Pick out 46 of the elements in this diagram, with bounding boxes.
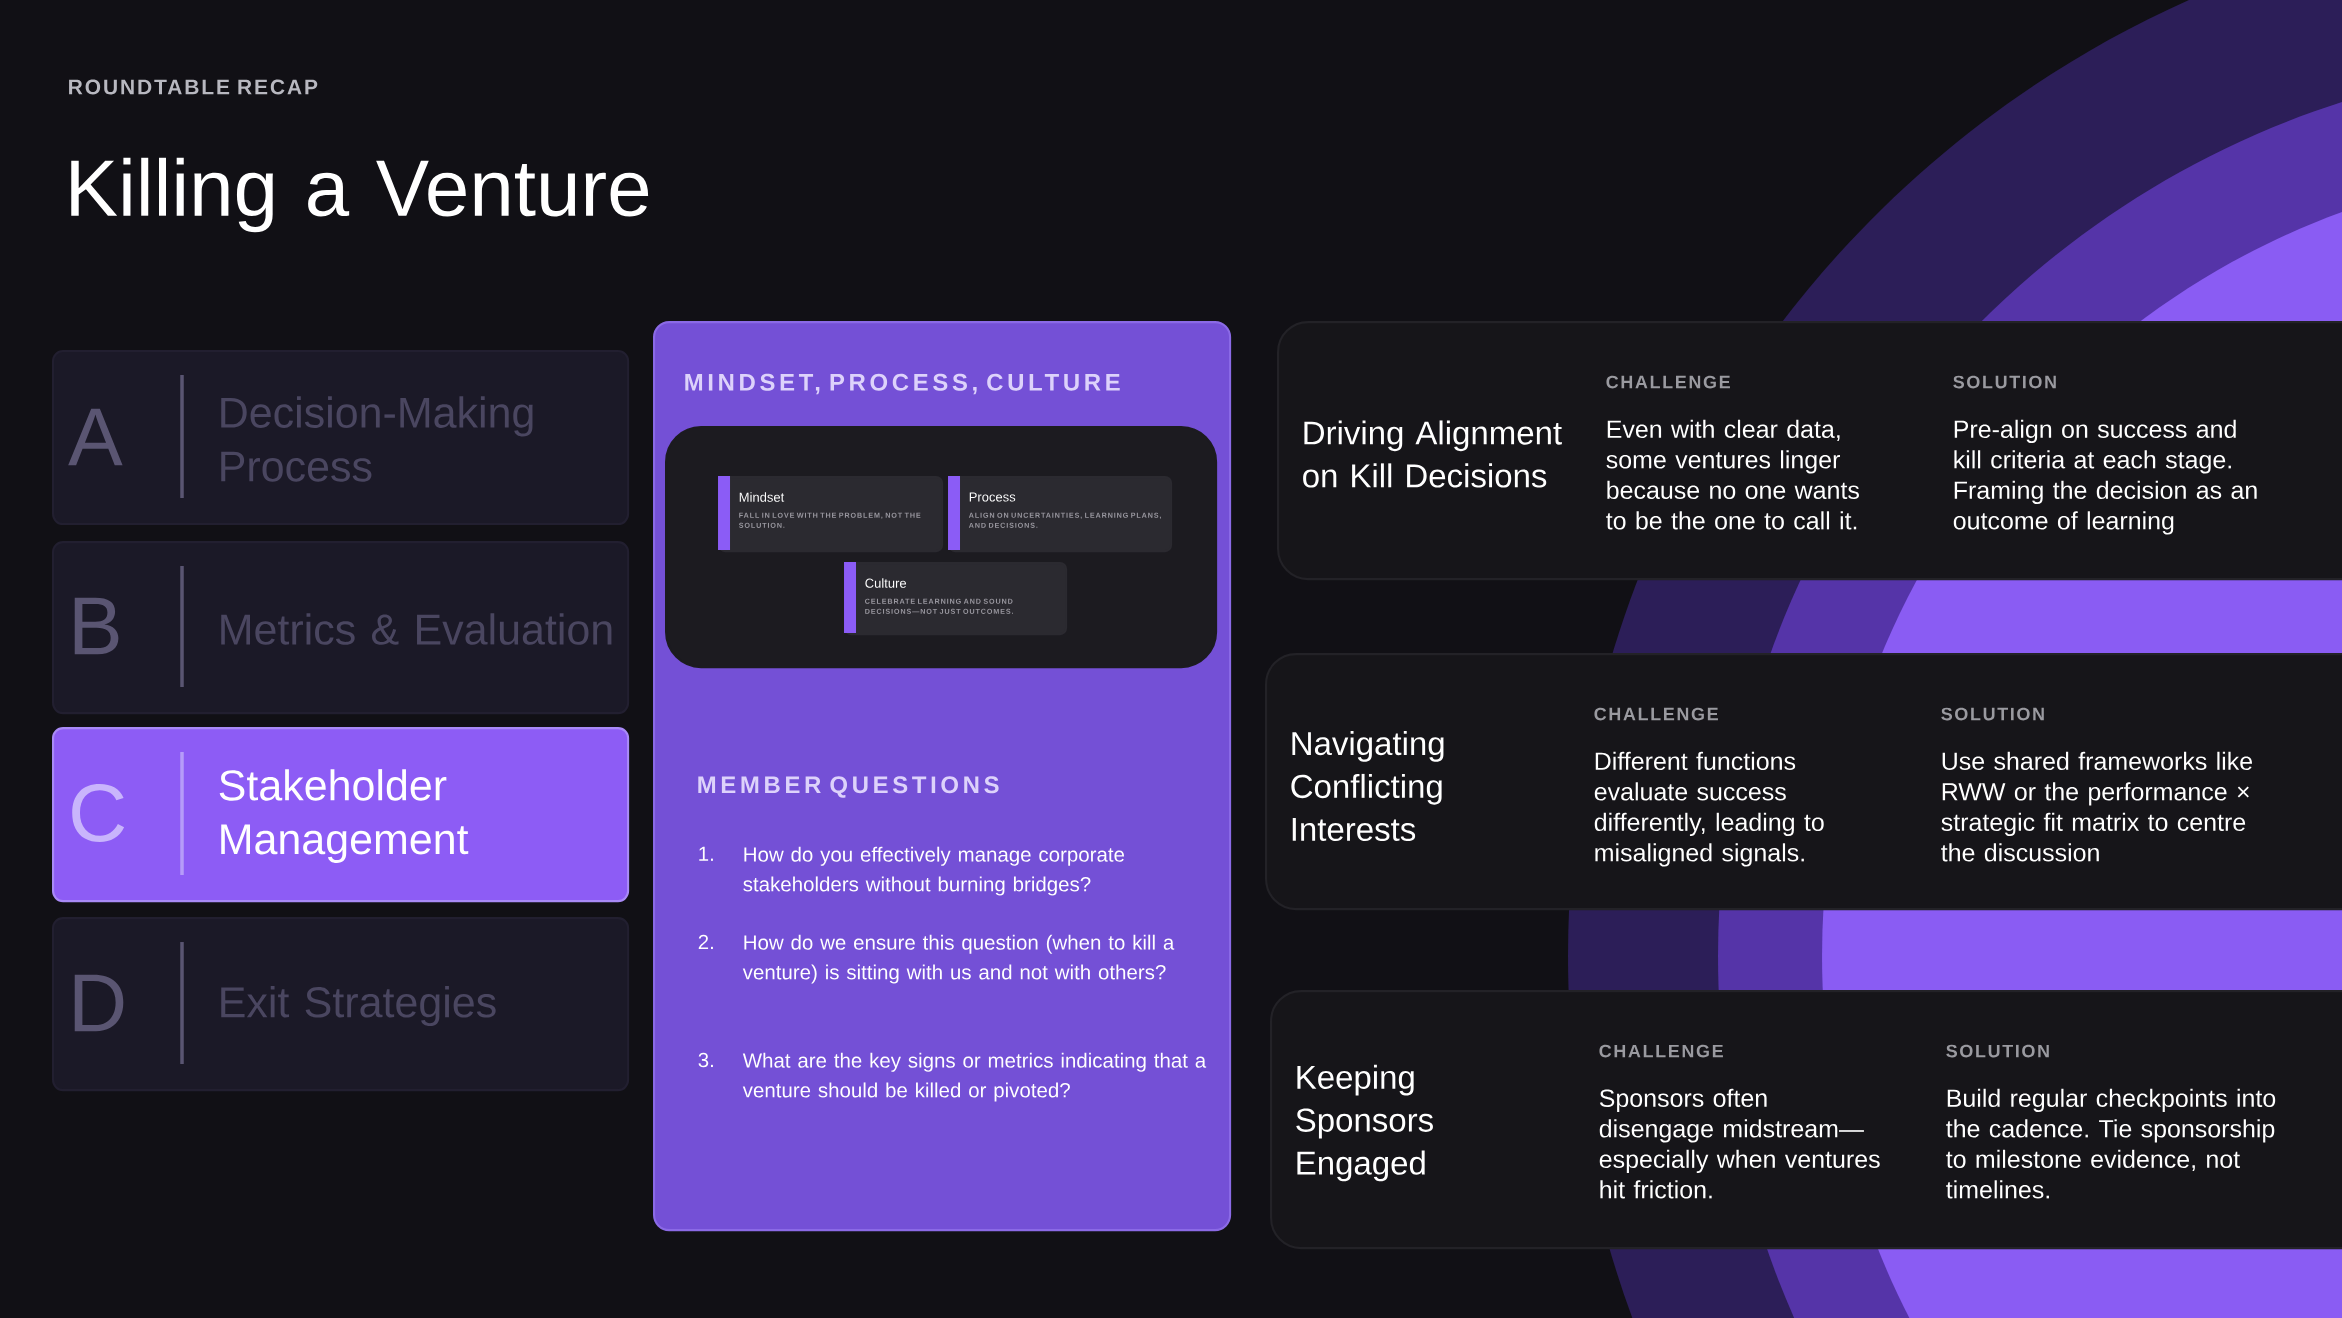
card-title: Culture xyxy=(865,578,907,588)
eyebrow-label: ROUNDTABLE RECAP xyxy=(69,79,318,95)
column-heading: CHALLENGE xyxy=(1606,375,1730,389)
tab-title: Metrics & Evaluation xyxy=(221,613,612,645)
body-text: Different functions evaluate success differently, leading to misaligned signals. xyxy=(1594,751,1824,867)
pillar-card xyxy=(718,476,944,553)
body-text: Sponsors often disengage midstream—especially when ventures hit friction. xyxy=(1599,1088,1880,1199)
tab-letter: A xyxy=(68,408,123,466)
question-text: What are the key signs or metrics indicating that a venture should be killed or pivoted? xyxy=(742,1052,1207,1102)
body-text: Even with clear data, some ventures linger because no one wants to be the one to call it. xyxy=(1606,419,1859,530)
list-number: 2. xyxy=(698,934,713,950)
body-text: Pre-align on success and kill criteria at each stage. Framing the decision as an outcome of learning xyxy=(1953,419,2257,535)
body-text: Use shared frameworks like RWW or the performance × strategic fit matrix to centre the discussion xyxy=(1941,751,2252,862)
card-title: Driving Alignment on Kill Decisions xyxy=(1303,420,1562,488)
section-heading: MEMBER QUESTIONS xyxy=(698,776,999,798)
column-heading: SOLUTION xyxy=(1953,375,2056,389)
tab-letter: B xyxy=(74,597,119,655)
card-title: Keeping Sponsors Engaged xyxy=(1296,1064,1433,1182)
section-heading: MINDSET, PROCESS, CULTURE xyxy=(685,373,1120,395)
tab-title: Decision-Making Process xyxy=(221,396,533,482)
tab-title: Exit Strategies xyxy=(221,986,496,1027)
tab-title: Stakeholder Management xyxy=(219,769,469,863)
question-text: How do we ensure this question (when to kill a venture) is sitting with us and not with others? xyxy=(742,934,1175,984)
tab-letter: C xyxy=(72,784,125,843)
column-heading: CHALLENGE xyxy=(1594,707,1718,721)
tab-card xyxy=(52,541,630,715)
list-number: 3. xyxy=(698,1052,713,1068)
pillar-card xyxy=(948,476,1173,553)
column-heading: SOLUTION xyxy=(1946,1044,2049,1058)
tab-card xyxy=(52,727,630,903)
card-title: Process xyxy=(969,492,1016,502)
tab-card xyxy=(52,917,630,1092)
topic-card xyxy=(1265,653,2342,911)
topic-card xyxy=(1270,990,2342,1250)
tab-letter: D xyxy=(74,974,124,1032)
body-text: Build regular checkpoints into the cadence. Tie sponsorship to milestone evidence, not timelines. xyxy=(1946,1088,2276,1199)
card-title: Mindset xyxy=(739,492,785,502)
column-heading: CHALLENGE xyxy=(1599,1044,1723,1058)
list-number: 1. xyxy=(699,846,713,861)
tab-card xyxy=(52,350,630,526)
question-text: How do you effectively manage corporate stakeholders without burning bridges? xyxy=(743,846,1125,896)
card-title: Navigating Conflicting Interests xyxy=(1291,731,1444,842)
column-heading: SOLUTION xyxy=(1941,707,2044,721)
slide-title: Killing a Venture xyxy=(71,157,649,233)
topic-card xyxy=(1277,321,2342,581)
pillar-card xyxy=(844,562,1068,636)
